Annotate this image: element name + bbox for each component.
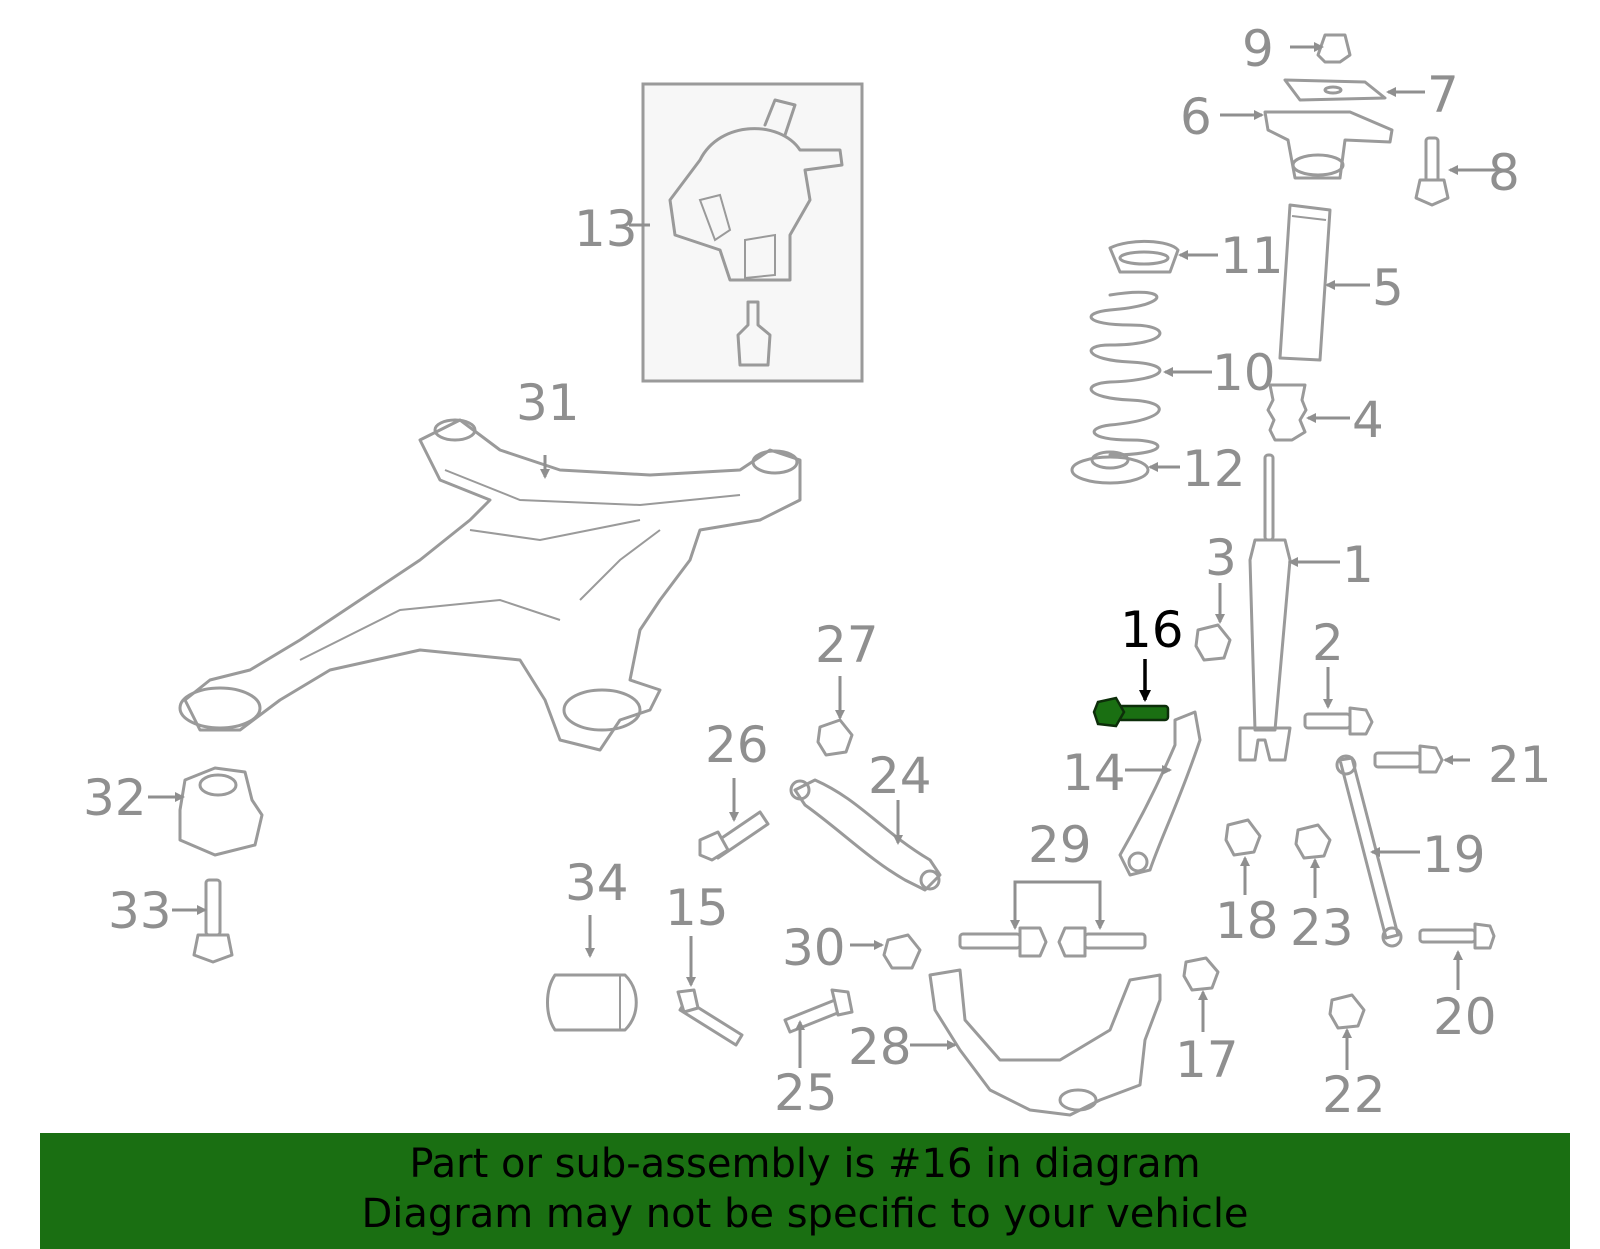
- callout-28: 28: [848, 1018, 912, 1076]
- callout-14: 14: [1062, 744, 1126, 802]
- banner-line-1: Part or sub-assembly is #16 in diagram: [409, 1141, 1201, 1187]
- callout-5: 5: [1372, 259, 1404, 317]
- nut-22: [1328, 993, 1366, 1030]
- callout-10: 10: [1212, 344, 1276, 402]
- callout-20: 20: [1433, 988, 1497, 1046]
- bolt-25: [783, 988, 854, 1034]
- bolt-33: [192, 878, 234, 964]
- callout-16: 16: [1120, 601, 1184, 659]
- info-banner: Part or sub-assembly is #16 in diagram D…: [40, 1133, 1570, 1249]
- callout-11: 11: [1220, 227, 1284, 285]
- callout-2: 2: [1312, 614, 1344, 672]
- strut-mount-6: [1263, 110, 1394, 180]
- bolt-21: [1373, 744, 1444, 774]
- bolt-8: [1414, 136, 1450, 207]
- nut-18: [1224, 818, 1262, 857]
- link-19: [1335, 754, 1403, 948]
- link-14: [1118, 710, 1202, 877]
- bushing-32: [178, 766, 264, 857]
- bolt-26: [698, 810, 770, 862]
- banner-line-2: Diagram may not be specific to your vehi…: [361, 1191, 1249, 1237]
- callout-8: 8: [1488, 144, 1520, 202]
- callout-18: 18: [1215, 892, 1279, 950]
- callout-19: 19: [1422, 826, 1486, 884]
- callout-30: 30: [782, 919, 846, 977]
- callout-34: 34: [565, 854, 629, 912]
- bolt-16-highlighted: [1092, 696, 1170, 728]
- callout-9: 9: [1242, 20, 1274, 78]
- dust-boot-5: [1278, 203, 1332, 362]
- bolt-2: [1303, 706, 1374, 736]
- bushing-34: [546, 973, 638, 1032]
- nut-23: [1294, 823, 1332, 860]
- nut-27: [816, 718, 854, 757]
- callout-31: 31: [516, 374, 580, 432]
- callout-24: 24: [868, 747, 932, 805]
- nut-9: [1316, 33, 1352, 64]
- callout-6: 6: [1180, 88, 1212, 146]
- bolt-20: [1418, 922, 1496, 950]
- spring-seat-11: [1108, 239, 1180, 274]
- callout-27: 27: [815, 616, 879, 674]
- plate-7: [1283, 78, 1387, 102]
- coil-spring-10: [1089, 290, 1162, 457]
- callout-21: 21: [1488, 736, 1552, 794]
- callout-32: 32: [83, 769, 147, 827]
- shock-absorber-1: [1238, 453, 1292, 762]
- callout-33: 33: [108, 882, 172, 940]
- leader-lines: [148, 42, 1500, 1070]
- spring-seat-12: [1070, 450, 1150, 485]
- callout-22: 22: [1322, 1066, 1386, 1124]
- nut-30: [882, 933, 922, 970]
- crossmember: [178, 418, 802, 752]
- knuckle-inset-box: [641, 82, 864, 383]
- nut-17: [1182, 956, 1220, 992]
- callout-15: 15: [665, 879, 729, 937]
- callout-23: 23: [1290, 899, 1354, 957]
- bolts-29: [958, 926, 1147, 958]
- nut-3: [1194, 623, 1232, 662]
- callout-3: 3: [1205, 529, 1237, 587]
- callout-25: 25: [774, 1064, 838, 1122]
- callout-29: 29: [1028, 816, 1092, 874]
- jounce-bumper-4: [1266, 383, 1308, 442]
- bolt-15: [676, 988, 744, 1047]
- callout-4: 4: [1352, 391, 1384, 449]
- callout-1: 1: [1342, 536, 1374, 594]
- callout-17: 17: [1175, 1031, 1239, 1089]
- callout-7: 7: [1427, 66, 1459, 124]
- callout-12: 12: [1182, 440, 1246, 498]
- control-arm-28: [928, 968, 1162, 1117]
- callout-13: 13: [574, 200, 638, 258]
- link-24: [789, 778, 942, 892]
- callout-numbers: 9 7 6 8 13 11 5 10 31 4 12 3 1 16 27 2 2…: [83, 20, 1552, 1124]
- callout-26: 26: [705, 716, 769, 774]
